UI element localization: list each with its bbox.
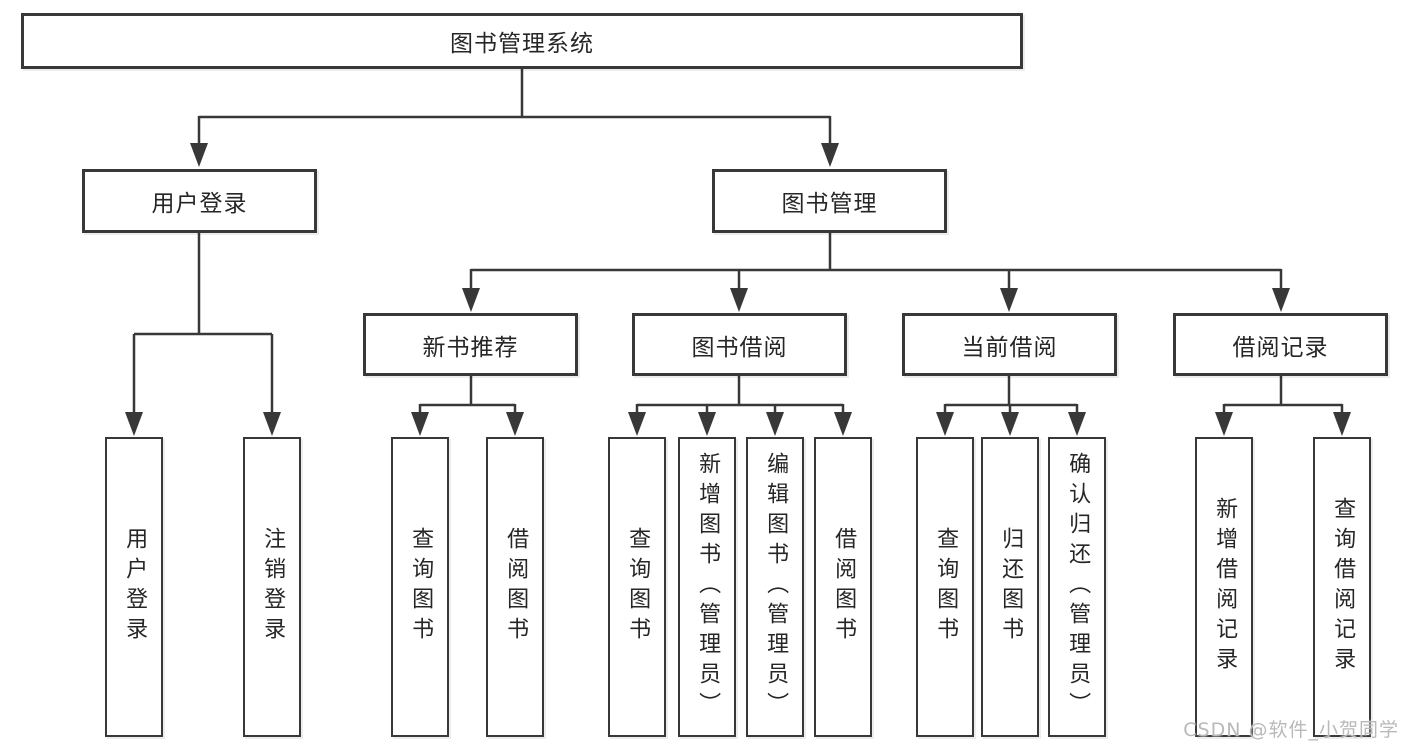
arrow-icon	[462, 288, 480, 312]
node-label: 确认归还（管理员）	[1065, 452, 1091, 722]
node-label: 当前借阅	[961, 334, 1058, 361]
node-root-system: 图书管理系统	[21, 13, 1023, 69]
arrow-icon	[766, 412, 784, 436]
connector-root-to-level2	[197, 68, 832, 148]
arrowheads	[125, 143, 1351, 436]
leaf-add-book-admin: 新增图书（管理员）	[678, 437, 736, 737]
leaf-edit-book-admin: 编辑图书（管理员）	[746, 437, 804, 737]
connector-book-borrowing-children	[635, 376, 845, 416]
leaf-add-borrow-record: 新增借阅记录	[1195, 437, 1253, 737]
leaf-query-borrow-record: 查询借阅记录	[1313, 437, 1371, 737]
node-label: 归还图书	[998, 527, 1024, 647]
arrow-icon	[821, 143, 839, 167]
arrow-icon	[125, 412, 143, 436]
node-book-management: 图书管理	[712, 169, 947, 233]
node-label: 查询借阅记录	[1330, 497, 1356, 677]
csdn-watermark: CSDN @软件_小贺同学	[1183, 719, 1399, 741]
node-label: 新增图书（管理员）	[695, 452, 721, 722]
leaf-query-books-borrowing: 查询图书	[608, 437, 666, 737]
leaf-user-login: 用户登录	[105, 437, 163, 737]
node-label: 新增借阅记录	[1212, 497, 1238, 677]
arrow-icon	[1333, 412, 1351, 436]
connector-new-book-children	[418, 376, 517, 416]
leaf-logout: 注销登录	[243, 437, 301, 737]
arrow-icon	[628, 412, 646, 436]
node-new-book-recommendation: 新书推荐	[363, 313, 578, 376]
arrow-icon	[834, 412, 852, 436]
node-borrowing-records: 借阅记录	[1173, 313, 1388, 376]
node-current-borrowing: 当前借阅	[902, 313, 1117, 376]
leaf-query-books-current: 查询图书	[916, 437, 974, 737]
leaf-confirm-return-admin: 确认归还（管理员）	[1048, 437, 1106, 737]
connector-current-borrowing-children	[943, 376, 1079, 416]
arrow-icon	[698, 412, 716, 436]
arrow-icon	[1001, 412, 1019, 436]
arrow-icon	[1215, 412, 1233, 436]
node-label: 编辑图书（管理员）	[763, 452, 789, 722]
node-label: 用户登录	[122, 527, 148, 647]
arrow-icon	[506, 412, 524, 436]
leaf-borrow-books-recommend: 借阅图书	[486, 437, 544, 737]
node-label: 图书借阅	[691, 334, 788, 361]
arrow-icon	[411, 412, 429, 436]
connector-book-management-children	[469, 233, 1283, 292]
node-label: 借阅图书	[503, 527, 529, 647]
node-label: 借阅图书	[831, 527, 857, 647]
node-label: 新书推荐	[422, 334, 519, 361]
arrow-icon	[263, 412, 281, 436]
arrow-icon	[1272, 288, 1290, 312]
leaf-borrow-books: 借阅图书	[814, 437, 872, 737]
arrow-icon	[1068, 412, 1086, 436]
leaf-query-books-recommend: 查询图书	[391, 437, 449, 737]
connector-borrow-records-children	[1222, 376, 1344, 416]
leaf-return-books: 归还图书	[981, 437, 1039, 737]
node-book-borrowing: 图书借阅	[632, 313, 847, 376]
node-label: 注销登录	[260, 527, 286, 647]
node-label: 查询图书	[933, 527, 959, 647]
arrow-icon	[1000, 288, 1018, 312]
node-label: 借阅记录	[1232, 334, 1329, 361]
arrow-icon	[730, 288, 748, 312]
node-label: 查询图书	[408, 527, 434, 647]
node-label: 图书管理	[781, 191, 878, 217]
arrow-icon	[936, 412, 954, 436]
node-label: 用户登录	[151, 191, 248, 217]
connector-user-login-children	[132, 232, 274, 416]
arrow-icon	[190, 143, 208, 167]
node-label: 图书管理系统	[450, 31, 594, 57]
node-label: 查询图书	[625, 527, 651, 647]
node-user-login: 用户登录	[82, 169, 317, 233]
